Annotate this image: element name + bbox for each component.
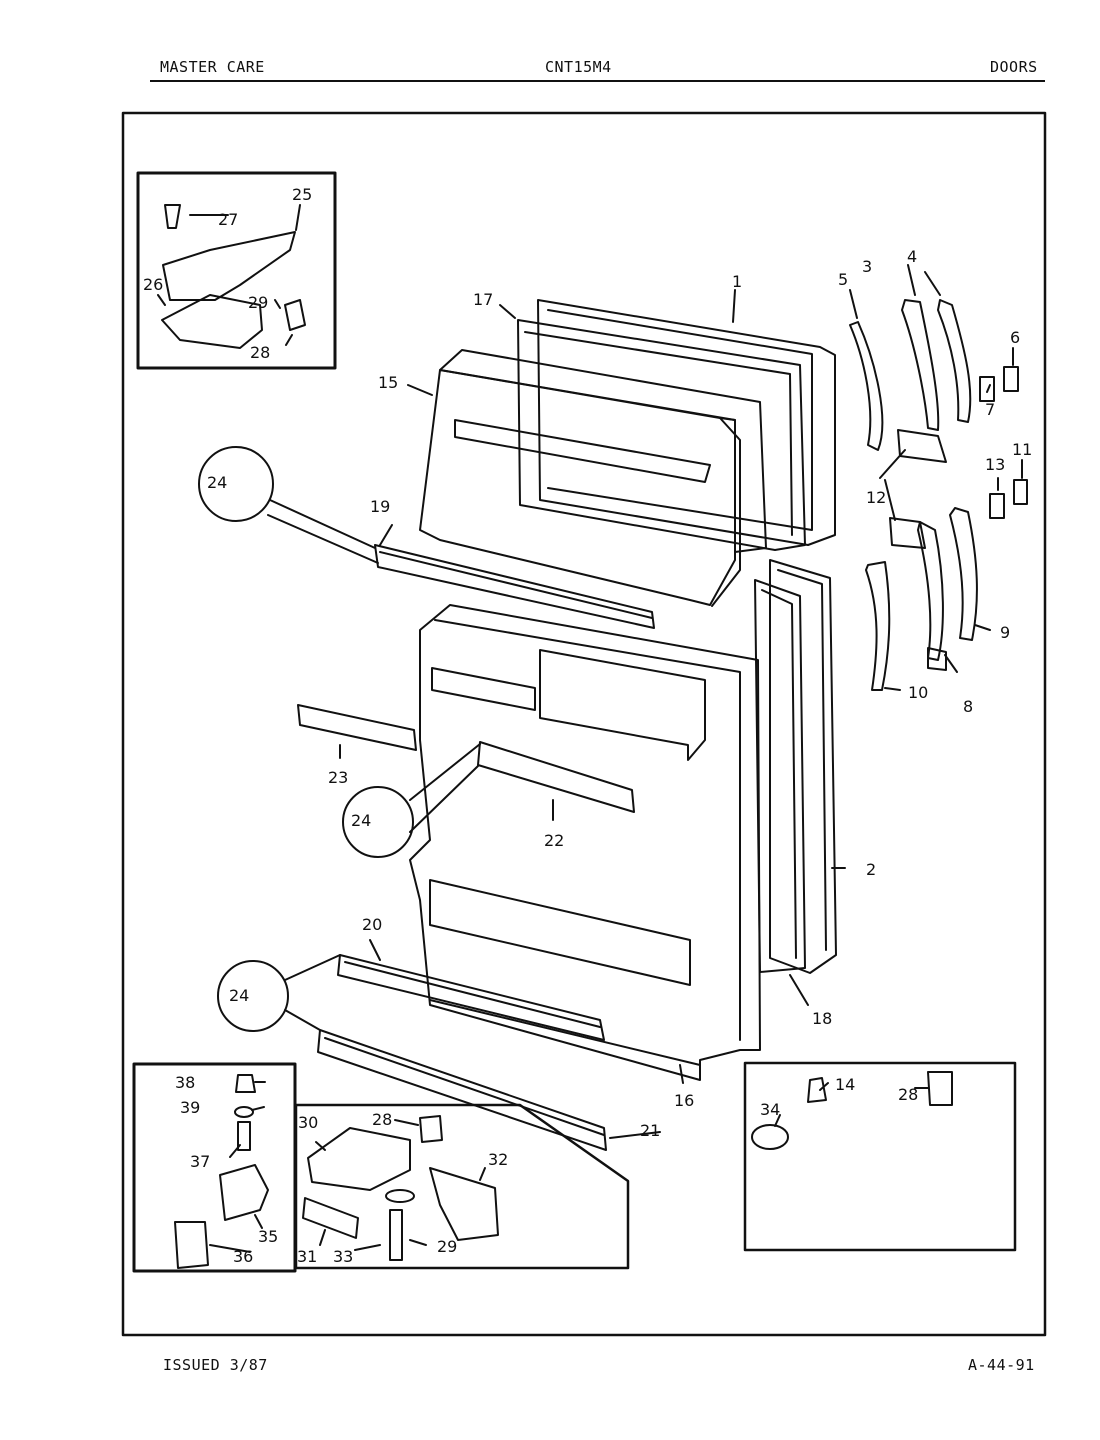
hinge-plate-12b xyxy=(889,517,926,549)
callout-20: 20 xyxy=(362,915,382,934)
callout-33: 33 xyxy=(333,1247,353,1266)
callout-16: 16 xyxy=(674,1091,694,1110)
handle-3 xyxy=(901,299,940,431)
plate-36 xyxy=(174,1221,209,1269)
screw-27 xyxy=(164,204,181,229)
detail-circle-24b xyxy=(342,786,414,858)
header-left: MASTER CARE xyxy=(160,58,265,76)
callout-28b: 28 xyxy=(372,1110,392,1129)
handle-4 xyxy=(937,299,972,423)
callout-13: 13 xyxy=(985,455,1005,474)
callout-23: 23 xyxy=(328,768,348,787)
callout-28a: 28 xyxy=(250,343,270,362)
callout-8: 8 xyxy=(963,697,973,716)
callout-30: 30 xyxy=(298,1113,318,1132)
door-shelf-22 xyxy=(477,741,635,813)
hinge-plate-12a xyxy=(897,429,947,463)
callout-11: 11 xyxy=(1012,440,1032,459)
callout-1: 1 xyxy=(732,272,742,291)
cap-38 xyxy=(235,1074,256,1093)
footer-right: A-44-91 xyxy=(968,1356,1035,1374)
door-shelf-21 xyxy=(317,1029,607,1151)
door-shelf-20 xyxy=(337,954,605,1041)
part-7 xyxy=(979,376,995,402)
handle-9 xyxy=(949,507,978,641)
bushing-28b xyxy=(419,1115,443,1143)
bushing-28 xyxy=(284,299,306,331)
freezer-shelf-rail xyxy=(374,544,655,629)
pin-37 xyxy=(237,1121,251,1151)
detail-circle-24c xyxy=(217,960,289,1032)
callout-24c: 24 xyxy=(229,986,249,1005)
callout-32: 32 xyxy=(488,1150,508,1169)
diagram-frame xyxy=(121,111,1047,1337)
bushing-28c xyxy=(927,1071,953,1106)
callout-26: 26 xyxy=(143,275,163,294)
callout-3: 3 xyxy=(862,257,872,276)
hinge-25 xyxy=(162,231,296,301)
callout-24a: 24 xyxy=(207,473,227,492)
callout-27: 27 xyxy=(218,210,238,229)
callout-36: 36 xyxy=(233,1247,253,1266)
callout-38: 38 xyxy=(175,1073,195,1092)
part-13 xyxy=(989,493,1005,519)
detail-circle-24a xyxy=(198,446,274,522)
callout-28c: 28 xyxy=(898,1085,918,1104)
callout-5: 5 xyxy=(838,270,848,289)
handle-8 xyxy=(917,521,944,661)
bracket-35 xyxy=(219,1164,269,1221)
handle-10 xyxy=(865,561,891,691)
callout-7: 7 xyxy=(985,400,995,419)
plug-14 xyxy=(807,1077,827,1103)
callout-9: 9 xyxy=(1000,623,1010,642)
callout-2: 2 xyxy=(866,860,876,879)
header-right: DOORS xyxy=(990,58,1038,76)
shim-31 xyxy=(302,1197,359,1239)
pin-33 xyxy=(389,1209,403,1261)
door-shelf-23 xyxy=(297,704,417,751)
callout-22: 22 xyxy=(544,831,564,850)
callout-4: 4 xyxy=(907,247,917,266)
callout-39: 39 xyxy=(180,1098,200,1117)
fresh-food-door xyxy=(754,559,837,974)
callout-21: 21 xyxy=(640,1121,660,1140)
inset-top-hinge xyxy=(136,171,337,370)
callout-34: 34 xyxy=(760,1100,780,1119)
hinge-shim-26 xyxy=(161,294,263,349)
callout-31: 31 xyxy=(297,1247,317,1266)
callout-18: 18 xyxy=(812,1009,832,1028)
callout-12: 12 xyxy=(866,488,886,507)
handle-5 xyxy=(849,321,884,451)
callout-15: 15 xyxy=(378,373,398,392)
freezer-door-liner xyxy=(419,349,767,607)
freezer-door xyxy=(517,299,836,551)
inset-bottom-hinge-center xyxy=(294,1103,630,1270)
callout-29b: 29 xyxy=(437,1237,457,1256)
washer-29b xyxy=(385,1189,415,1203)
header-center: CNT15M4 xyxy=(545,58,612,76)
callout-19: 19 xyxy=(370,497,390,516)
inset-hardware xyxy=(743,1061,1017,1252)
part-11 xyxy=(1013,479,1028,505)
callout-37: 37 xyxy=(190,1152,210,1171)
callout-35: 35 xyxy=(258,1227,278,1246)
cap-34 xyxy=(751,1124,789,1150)
part-6 xyxy=(1003,366,1019,392)
hinge-30 xyxy=(307,1127,411,1191)
callout-14: 14 xyxy=(835,1075,855,1094)
footer-left: ISSUED 3/87 xyxy=(163,1356,268,1374)
callout-6: 6 xyxy=(1010,328,1020,347)
fresh-food-door-liner xyxy=(409,604,761,1081)
washer-39 xyxy=(234,1106,254,1118)
callout-25: 25 xyxy=(292,185,312,204)
header-rule xyxy=(150,80,1045,82)
bracket-32 xyxy=(429,1167,499,1241)
callout-17: 17 xyxy=(473,290,493,309)
callout-29a: 29 xyxy=(248,293,268,312)
callout-24b: 24 xyxy=(351,811,371,830)
callout-10: 10 xyxy=(908,683,928,702)
